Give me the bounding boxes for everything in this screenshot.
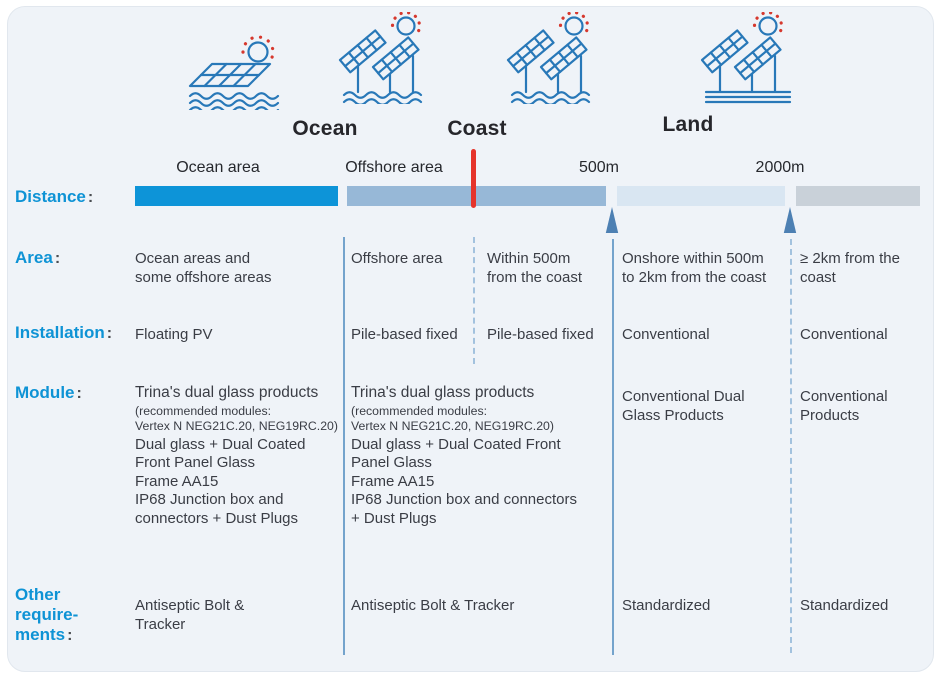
distance-label-text: Distance bbox=[15, 187, 86, 206]
module-offshore-title: Trina's dual glass products bbox=[351, 384, 535, 401]
module-cell-offshore: Trina's dual glass products (recommended… bbox=[351, 384, 611, 529]
arrow-up-500m bbox=[605, 207, 619, 234]
installation-cell-onshore: Conventional bbox=[622, 326, 710, 343]
module-ocean-note: (recommended modules: Vertex N NEG21C.20… bbox=[135, 403, 338, 433]
other-requirements-row-label: Other require- ments: bbox=[15, 585, 79, 645]
distance-row-label: Distance: bbox=[15, 187, 93, 207]
bar-segment-coast-2km bbox=[617, 186, 785, 206]
coast-pile-pv-icon bbox=[504, 12, 604, 104]
bar-segment-ocean bbox=[135, 186, 338, 206]
other-cell-onshore: Standardized bbox=[622, 597, 711, 614]
arrow-up-2000m bbox=[783, 207, 797, 234]
area-cell-onshore: Onshore within 500m to 2km from the coas… bbox=[622, 250, 767, 287]
module-row-label: Module: bbox=[15, 383, 82, 402]
sun-rays-dots bbox=[241, 35, 275, 59]
other-cell-offshore: Antiseptic Bolt & Tracker bbox=[351, 597, 515, 614]
bar-segment-offshore bbox=[347, 186, 606, 206]
divider-onshore-inland bbox=[790, 239, 792, 653]
zone-label-land: Land bbox=[662, 113, 714, 136]
marker-500m: 500m bbox=[578, 159, 620, 176]
marker-ocean-area: Ocean area bbox=[176, 159, 260, 176]
bar-segment-beyond-2km bbox=[796, 186, 920, 206]
land-pv-icon bbox=[698, 12, 798, 104]
sun-rays-dots bbox=[390, 12, 422, 33]
installation-row-label: Installation: bbox=[15, 323, 113, 342]
coastline-marker bbox=[471, 149, 476, 208]
installation-cell-within-500m: Pile-based fixed bbox=[487, 326, 594, 343]
divider-coast-onshore bbox=[612, 239, 614, 655]
sun-rays-dots bbox=[752, 12, 784, 33]
other-cell-ocean: Antiseptic Bolt & Tracker bbox=[135, 597, 245, 634]
module-cell-ocean: Trina's dual glass products (recommended… bbox=[135, 384, 347, 529]
marker-offshore-area: Offshore area bbox=[345, 159, 443, 176]
divider-offshore-coast bbox=[473, 237, 475, 364]
zone-label-ocean: Ocean bbox=[292, 117, 358, 140]
area-row-label: Area: bbox=[15, 248, 61, 267]
installation-cell-offshore: Pile-based fixed bbox=[351, 326, 458, 343]
offshore-pile-pv-icon bbox=[336, 12, 436, 104]
installation-cell-ocean: Floating PV bbox=[135, 326, 213, 343]
marker-2000m: 2000m bbox=[755, 159, 805, 176]
module-ocean-title: Trina's dual glass products bbox=[135, 384, 319, 401]
zone-label-coast: Coast bbox=[447, 117, 507, 140]
distance-label-colon: : bbox=[87, 189, 94, 206]
floating-pv-icon bbox=[186, 30, 286, 110]
area-cell-offshore: Offshore area bbox=[351, 250, 443, 267]
module-cell-inland: Conventional Products bbox=[800, 388, 888, 425]
area-cell-inland: ≥ 2km from the coast bbox=[800, 250, 900, 287]
sun-rays-dots bbox=[558, 12, 590, 33]
module-offshore-note: (recommended modules: Vertex N NEG21C.20… bbox=[351, 403, 554, 433]
module-cell-onshore: Conventional Dual Glass Products bbox=[622, 388, 745, 425]
module-offshore-body: Dual glass + Dual Coated Front Panel Gla… bbox=[351, 435, 577, 527]
installation-cell-inland: Conventional bbox=[800, 326, 888, 343]
area-cell-ocean: Ocean areas and some offshore areas bbox=[135, 250, 272, 287]
divider-ocean-offshore bbox=[343, 237, 345, 655]
area-cell-within-500m: Within 500m from the coast bbox=[487, 250, 583, 287]
other-cell-inland: Standardized bbox=[800, 597, 889, 614]
infographic-card bbox=[7, 6, 934, 672]
module-ocean-body: Dual glass + Dual Coated Front Panel Gla… bbox=[135, 435, 306, 527]
